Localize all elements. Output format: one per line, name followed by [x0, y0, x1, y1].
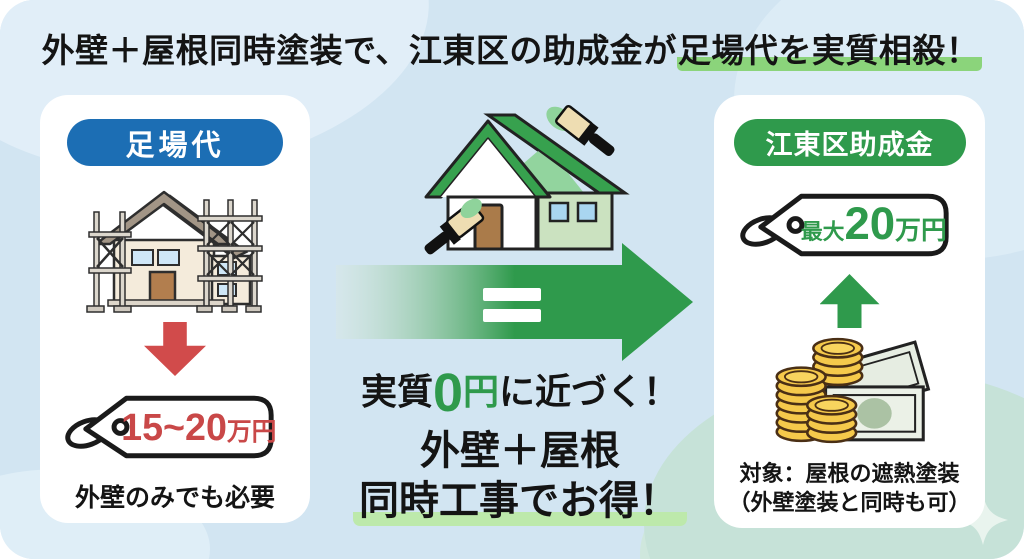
coin-stack	[805, 394, 857, 444]
price-value: 20	[844, 198, 895, 249]
subsidy-note-line2: （外壁塗装と同時も可）	[728, 489, 971, 515]
combo-line: 外壁＋屋根	[420, 429, 620, 473]
title-plain: 外壁＋屋根同時塗装で、江東区の助成金が	[41, 32, 677, 69]
title-highlight: 足場代を実質相殺！	[676, 32, 983, 71]
coin-stack	[811, 337, 863, 387]
paintbrush-icon	[546, 104, 615, 157]
equals-arrow	[336, 243, 693, 361]
page-title: 外壁＋屋根同時塗装で、江東区の助成金が足場代を実質相殺！	[0, 24, 1024, 72]
money-illustration	[774, 337, 930, 444]
painted-house-illustration	[424, 104, 630, 255]
result-yen: 円	[463, 371, 500, 412]
price-tag-icon: 15~20万円	[65, 395, 276, 459]
sparkle-icon	[958, 495, 1008, 545]
subsidy-note-line1: 対象：屋根の遮熱塗装	[739, 461, 960, 486]
price-unit: 万円	[895, 217, 947, 245]
scaffolding-cost-card: 足場代	[40, 95, 310, 523]
deal-line: 同時工事でお得！	[325, 478, 715, 526]
subsidy-price: 最大20万円	[800, 198, 946, 249]
deal-highlight: 同時工事でお得！	[353, 479, 687, 526]
paintbrush-icon	[424, 198, 485, 255]
scaffolded-house-illustration	[86, 190, 263, 313]
result-prefix: 実質	[360, 371, 433, 412]
result-suffix: に近づく！	[499, 371, 680, 412]
result-zero: 0	[432, 363, 464, 423]
down-arrow-icon	[144, 322, 206, 376]
subsidy-card: 江東区助成金 最大20万円	[714, 95, 985, 528]
price-prefix: 最大	[800, 219, 844, 244]
center-message: 実質0円に近づく！ 外壁＋屋根 同時工事でお得！	[325, 366, 715, 526]
price-unit: 万円	[226, 419, 277, 446]
price-value: 15~20	[121, 406, 227, 448]
scaffolding-price: 15~20万円	[121, 406, 276, 448]
subsidy-note: 対象：屋根の遮熱塗装 （外壁塗装と同時も可）	[728, 460, 970, 517]
equals-icon	[483, 288, 541, 322]
price-tag-icon: 最大20万円	[739, 193, 949, 257]
scaffolding-badge: 足場代	[67, 119, 283, 166]
up-arrow-icon	[819, 274, 880, 328]
subsidy-badge: 江東区助成金	[733, 119, 966, 166]
scaffolding-note: 外壁のみでも必要	[74, 484, 275, 512]
result-line: 実質0円に近づく！	[325, 366, 715, 420]
